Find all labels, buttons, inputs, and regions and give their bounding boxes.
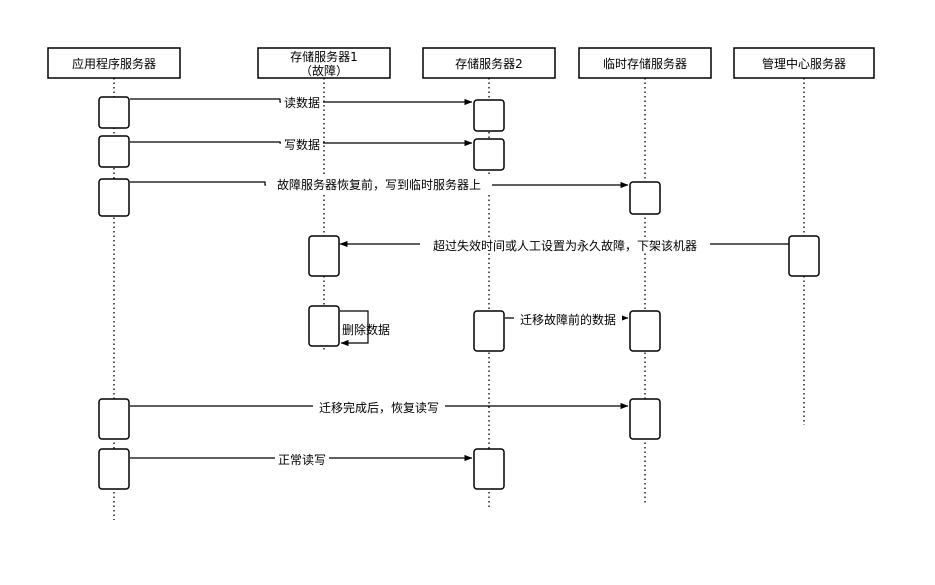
activations [98, 96, 820, 490]
participant-storage-2: 存储服务器2 [422, 47, 556, 79]
message-label: 超过失效时间或人工设置为永久故障，下架该机器 [433, 238, 697, 253]
participant-label: 存储服务器1 [290, 49, 358, 64]
participant-box [257, 47, 391, 79]
participant-box [47, 47, 181, 79]
activation-box [788, 235, 820, 277]
participant-label: 临时存储服务器 [603, 56, 687, 71]
message-label: 迁移故障前的数据 [520, 312, 616, 327]
message-labels: 读数据 写数据 故障服务器恢复前，写到临时服务器上 超过失效时间或人工设置为永久… [266, 94, 710, 467]
participant-storage-1: 存储服务器1 （故障） [257, 47, 391, 79]
activation-box [98, 178, 130, 217]
message-label: 正常读写 [278, 453, 326, 467]
activation-box [98, 135, 130, 168]
message-label: 读数据 [284, 95, 320, 110]
activation-box [629, 181, 661, 215]
activation-box [308, 235, 340, 277]
participant-label: 管理中心服务器 [762, 56, 846, 71]
message-arrow-read [130, 98, 473, 106]
message-arrow-write [130, 139, 473, 147]
activation-box [98, 398, 130, 440]
participant-temp-storage: 临时存储服务器 [578, 47, 712, 79]
participant-label-line-2: （故障） [300, 63, 348, 78]
activation-box [629, 310, 661, 352]
participant-box [422, 47, 556, 79]
messages [130, 98, 789, 462]
activation-box [629, 398, 661, 440]
participant-label: 应用程序服务器 [72, 56, 156, 71]
activation-box [473, 310, 505, 352]
activation-box [98, 448, 130, 490]
participant-label: 存储服务器2 [455, 56, 523, 71]
participant-box [578, 47, 712, 79]
activation-box [473, 138, 505, 171]
participant-box [733, 47, 875, 79]
message-arrow-delete-self [340, 310, 369, 347]
activation-box [473, 448, 505, 490]
message-label: 迁移完成后，恢复读写 [319, 400, 439, 415]
lifelines [113, 78, 805, 520]
activation-box [98, 96, 130, 129]
participant-app: 应用程序服务器 [47, 47, 181, 79]
activation-box [308, 305, 340, 347]
participant-manager: 管理中心服务器 [733, 47, 875, 79]
message-label: 写数据 [284, 137, 320, 152]
message-label: 删除数据 [342, 322, 390, 337]
activation-box [473, 99, 505, 132]
message-label: 故障服务器恢复前，写到临时服务器上 [277, 177, 481, 192]
